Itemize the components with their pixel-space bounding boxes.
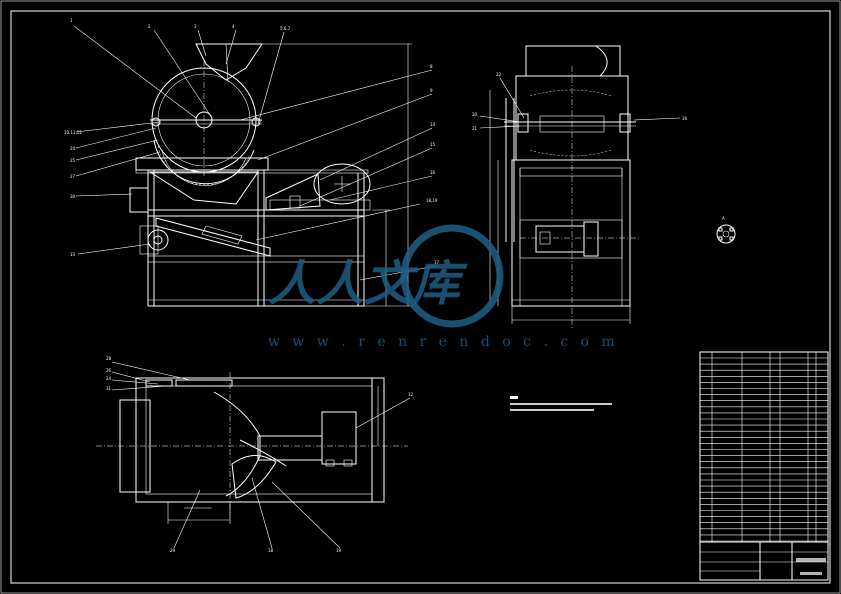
- front-view: 1 2 3 4 5,6,7 10,11,12 24 25 27 30 13 8 …: [64, 18, 440, 307]
- side-view-leaders: [479, 77, 681, 129]
- top-motor: [321, 411, 357, 465]
- svg-text:14: 14: [430, 122, 436, 127]
- svg-text:30: 30: [70, 194, 76, 199]
- svg-text:24: 24: [106, 376, 112, 381]
- svg-text:31: 31: [106, 386, 112, 391]
- side-hopper: [525, 45, 621, 77]
- svg-text:21: 21: [472, 126, 478, 131]
- belt-drive: [265, 173, 321, 211]
- parts-list-table: [699, 351, 829, 543]
- svg-text:29: 29: [170, 548, 176, 553]
- svg-text:8: 8: [430, 64, 433, 69]
- svg-text:2: 2: [148, 24, 151, 29]
- side-motor: [535, 225, 585, 253]
- watermark-logo-text: 人人文库: [268, 256, 468, 312]
- svg-text:16: 16: [430, 170, 436, 175]
- svg-text:A: A: [722, 216, 725, 221]
- svg-text:24: 24: [70, 146, 76, 151]
- renrendoc-watermark: 人人文库 w w w . r e n r e n d o c . c o m: [268, 224, 619, 350]
- svg-text:18: 18: [268, 548, 274, 553]
- side-frame: [511, 159, 631, 307]
- front-view-leaders: [73, 25, 437, 281]
- svg-text:5,6,7: 5,6,7: [280, 26, 291, 31]
- inner-sheet-border: [10, 10, 831, 584]
- mid-frame-beam: [147, 209, 365, 217]
- upper-frame-beam: [135, 157, 269, 171]
- vibrating-sieve: [155, 217, 271, 257]
- title-block: [699, 541, 829, 581]
- fan-motor: [313, 163, 371, 205]
- top-belt-guard: [257, 435, 323, 461]
- svg-text:19: 19: [336, 548, 342, 553]
- watermark-url: w w w . r e n r e n d o c . c o m: [268, 334, 619, 350]
- watermark-ring: [400, 224, 504, 328]
- top-view-dimensions: [167, 386, 379, 524]
- top-fan-blade: [231, 455, 277, 499]
- technical-notes: [510, 396, 612, 411]
- top-view-leaders: [111, 361, 411, 549]
- svg-text:4: 4: [232, 24, 235, 29]
- detail-view-a: A: [716, 216, 736, 244]
- svg-text:15: 15: [430, 142, 436, 147]
- hopper: [195, 43, 263, 81]
- svg-text:9: 9: [430, 88, 433, 93]
- svg-text:1: 1: [70, 18, 73, 23]
- svg-text:22: 22: [496, 72, 502, 77]
- svg-text:27: 27: [70, 174, 76, 179]
- svg-text:17: 17: [434, 260, 440, 265]
- svg-text:3: 3: [194, 24, 197, 29]
- svg-text:25: 25: [70, 158, 76, 163]
- svg-text:20: 20: [472, 112, 478, 117]
- svg-text:13: 13: [70, 252, 76, 257]
- svg-text:12: 12: [408, 392, 414, 397]
- discharge-chute: [148, 171, 259, 205]
- svg-text:16: 16: [682, 116, 688, 121]
- svg-text:28: 28: [106, 356, 112, 361]
- top-outline: [135, 377, 385, 503]
- svg-text:18,19: 18,19: [426, 198, 438, 203]
- top-view: 28 26 24 31 29 18 19 12: [96, 356, 414, 553]
- svg-text:10,11,12: 10,11,12: [64, 130, 82, 135]
- svg-text:26: 26: [106, 368, 112, 373]
- side-view-dimensions: [489, 90, 631, 324]
- top-hopper-outline: [213, 391, 261, 497]
- side-view: 22 20 21 16: [472, 45, 688, 330]
